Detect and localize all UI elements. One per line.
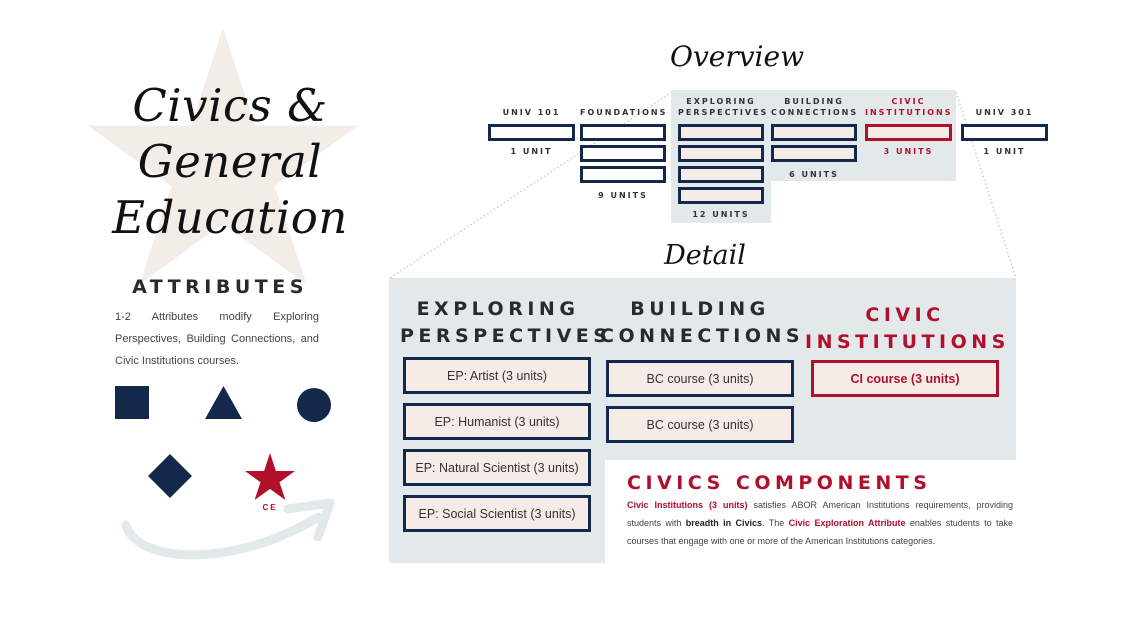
curved-arrow-icon — [121, 498, 335, 560]
attributes-heading: ATTRIBUTES — [132, 276, 308, 298]
overview-label: UNIV 301 — [975, 108, 1034, 117]
overview-course-box — [771, 145, 857, 162]
components-heading: CIVICS COMPONENTS — [627, 472, 932, 494]
overview-units: 9 UNITS — [598, 191, 648, 200]
components-panel — [605, 460, 1025, 570]
overview-course-box — [580, 145, 666, 162]
overview-label: BUILDING — [784, 97, 844, 106]
overview-course-box — [961, 124, 1048, 141]
star-attribute-label: CE — [262, 503, 278, 512]
overview-column-univ301: UNIV 301 1 UNIT — [961, 96, 1048, 156]
diamond-attribute-icon — [148, 454, 192, 498]
overview-course-box — [678, 166, 764, 183]
overview-course-box — [771, 124, 857, 141]
overview-heading: Overview — [670, 40, 805, 73]
course-box-ep-artist: EP: Artist (3 units) — [403, 357, 591, 394]
overview-label — [488, 96, 575, 107]
overview-column-building: BUILDING CONNECTIONS 6 UNITS — [771, 96, 857, 179]
title-line-2: General Education — [112, 135, 348, 244]
background-star-icon — [88, 27, 358, 285]
course-box-ep-social-scientist: EP: Social Scientist (3 units) — [403, 495, 591, 532]
title-line-1: Civics & — [132, 79, 328, 132]
overview-units: 12 UNITS — [692, 210, 750, 219]
overview-label: EXPLORING — [686, 97, 756, 106]
overview-label: INSTITUTIONS — [865, 108, 953, 117]
star-civic-exploration-icon — [245, 453, 295, 500]
overview-course-box — [580, 166, 666, 183]
overview-units: 1 UNIT — [983, 147, 1026, 156]
overview-label: FOUNDATIONS — [580, 108, 668, 117]
overview-units: 3 UNITS — [883, 147, 934, 156]
circle-attribute-icon — [297, 388, 331, 422]
overview-course-box — [678, 145, 764, 162]
overview-course-box — [678, 124, 764, 141]
square-attribute-icon — [115, 386, 149, 419]
detail-civic-heading: CIVIC INSTITUTIONS — [805, 304, 1010, 353]
overview-label: PERSPECTIVES — [678, 108, 769, 117]
overview-units: 1 UNIT — [510, 147, 553, 156]
detail-heading: Detail — [664, 240, 746, 271]
triangle-attribute-icon — [205, 386, 242, 419]
detail-exploring-heading: EXPLORING PERSPECTIVES — [400, 298, 612, 347]
page-title: Civics & General Education — [20, 78, 440, 246]
course-box-ci: CI course (3 units) — [811, 360, 999, 397]
course-box-ep-humanist: EP: Humanist (3 units) — [403, 403, 591, 440]
components-description: Civic Institutions (3 units) satisfies A… — [627, 500, 1013, 546]
overview-label: CIVIC — [891, 97, 926, 106]
overview-label: UNIV 101 — [502, 108, 561, 117]
overview-column-civic: CIVIC INSTITUTIONS 3 UNITS — [865, 96, 952, 156]
overview-course-box — [865, 124, 952, 141]
overview-course-box — [580, 124, 666, 141]
overview-course-box — [488, 124, 575, 141]
attributes-description: 1-2 Attributes modify Exploring Perspect… — [115, 311, 319, 367]
course-box-bc: BC course (3 units) — [606, 360, 794, 397]
overview-column-exploring: EXPLORING PERSPECTIVES 12 UNITS — [678, 96, 769, 219]
overview-column-foundations: FOUNDATIONS 9 UNITS — [580, 96, 666, 200]
overview-column-univ101: UNIV 101 1 UNIT — [488, 96, 575, 156]
course-box-ep-natural-scientist: EP: Natural Scientist (3 units) — [403, 449, 591, 486]
overview-units: 6 UNITS — [789, 170, 839, 179]
overview-label: CONNECTIONS — [771, 108, 859, 117]
detail-building-heading: BUILDING CONNECTIONS — [600, 298, 805, 347]
course-box-bc: BC course (3 units) — [606, 406, 794, 443]
overview-course-box — [678, 187, 764, 204]
